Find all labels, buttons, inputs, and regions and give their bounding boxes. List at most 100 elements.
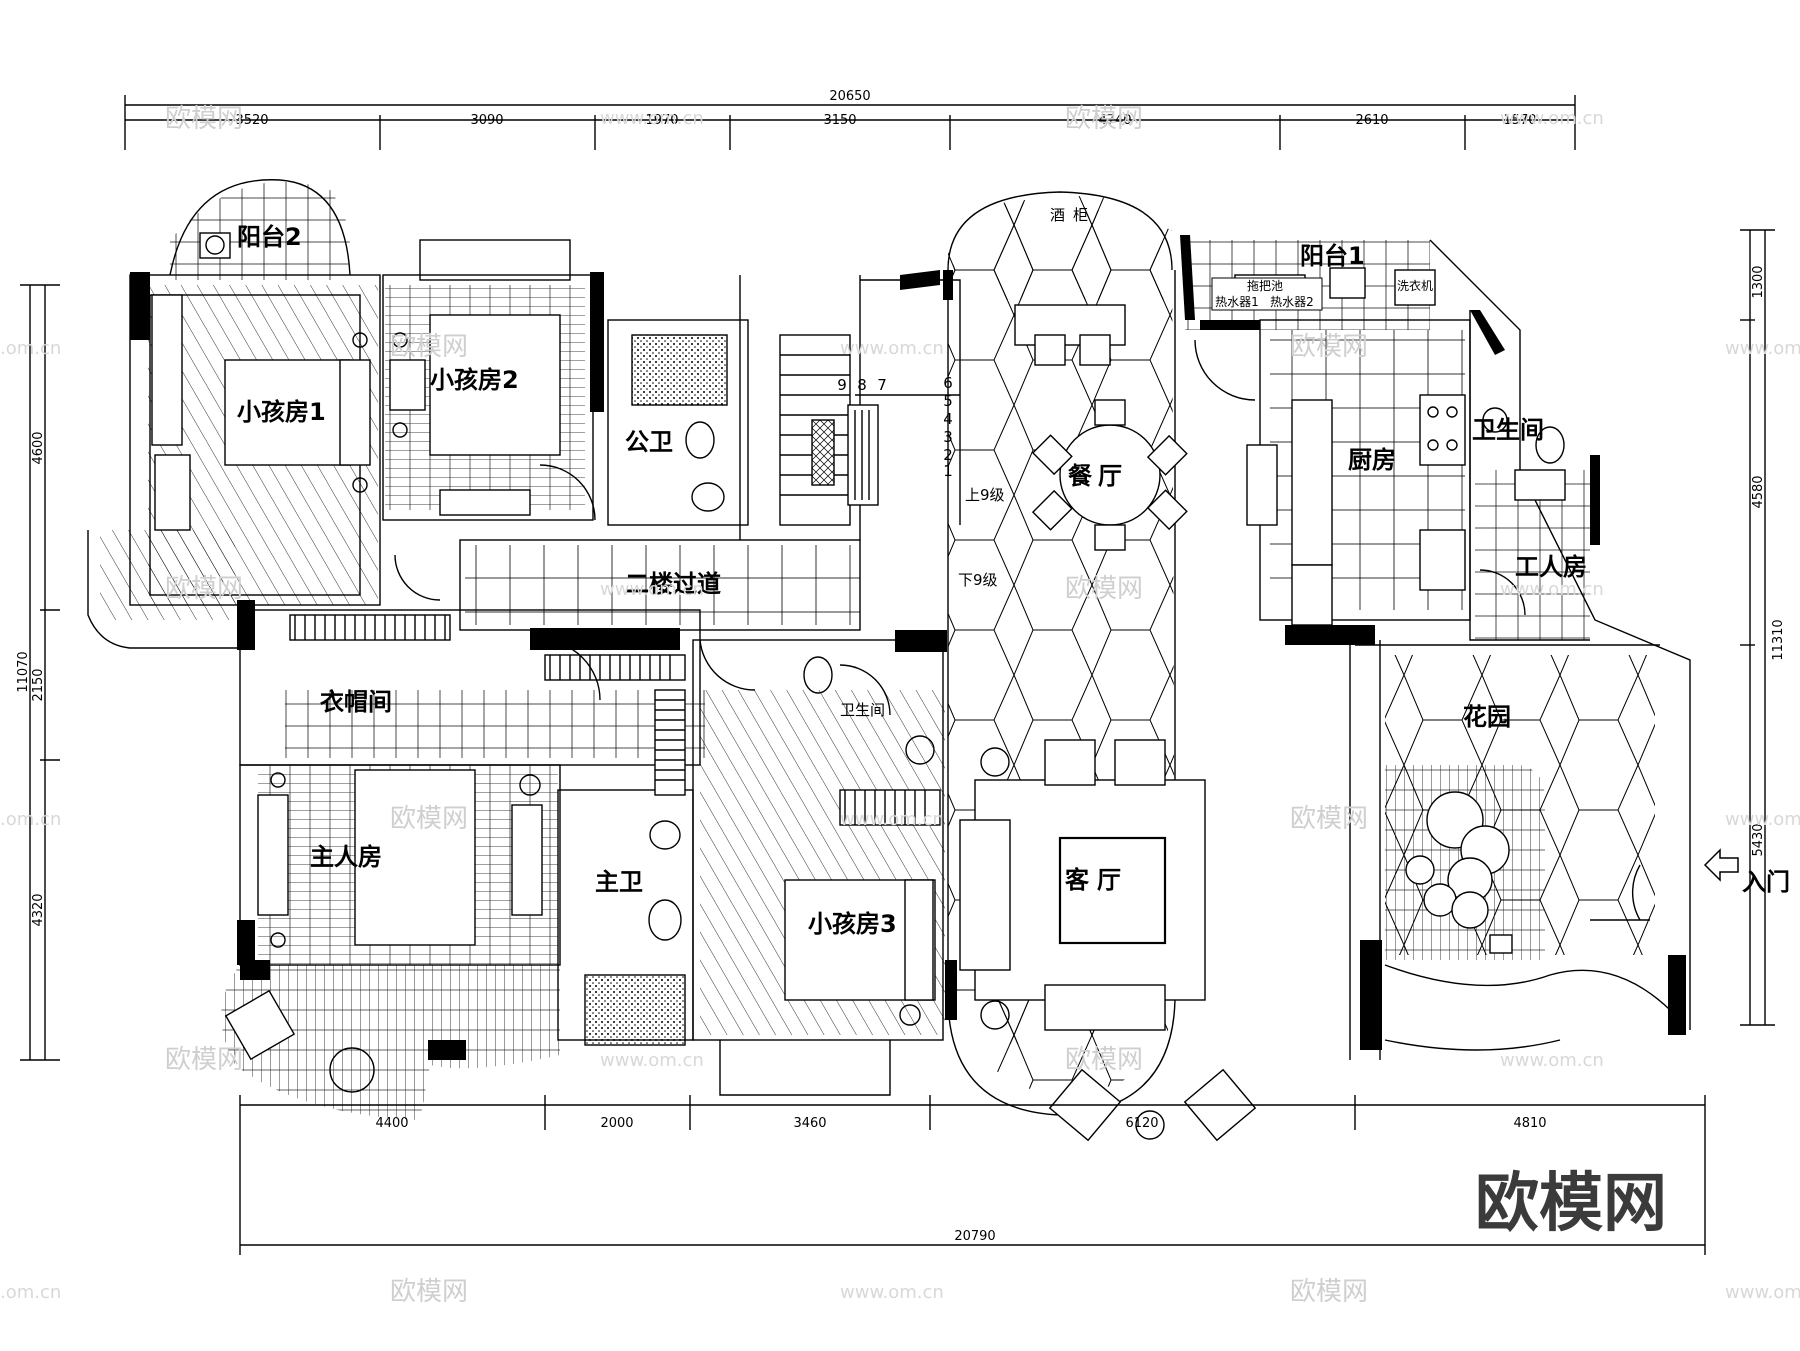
watermark-site: www.om.cn [1725,338,1800,359]
watermark-brand: 欧模网 [1065,1045,1143,1075]
washing-machine-label: 洗衣机 [1397,278,1433,293]
top-dim-2: 3090 [470,113,503,128]
watermarks: 欧模网 www.om.cn 欧模网 www.om.cn .om.cn 欧模网 w… [0,104,1800,1307]
room-label-master-bedroom: 主人房 [310,843,382,871]
left-dim-3: 4320 [31,893,46,926]
entrance-arrow-icon [1703,848,1739,882]
step-9: 9 [837,376,847,394]
room-label-cloakroom: 衣帽间 [320,688,392,716]
bottom-dim-3: 3460 [793,1116,826,1131]
stairs-up-label: 上9级 [965,486,1005,504]
corridor-floor [465,545,860,625]
stairs-down-label: 下9级 [958,571,998,589]
bottom-dim-4: 6120 [1125,1116,1158,1131]
cloakroom-floor [285,690,705,758]
right-dim-3: 5430 [1751,823,1766,856]
step-2: 2 [943,446,953,464]
top-dim-6: 2610 [1355,113,1388,128]
watermark-site: www.om.cn [600,579,704,600]
furniture [151,232,1650,1142]
room-label-kids-room-1: 小孩房1 [237,398,326,426]
room-label-kids-room-2: 小孩房2 [430,366,519,394]
top-dim-3: 1970 [645,113,678,128]
watermark-brand: 欧模网 [390,332,468,362]
step-4: 4 [943,410,953,428]
bottom-dim-1: 4400 [375,1116,408,1131]
watermark-brand: 欧模网 [1290,332,1368,362]
room-label-balcony-2: 阳台2 [237,223,302,251]
step-8: 8 [857,376,867,394]
top-dim-4: 3150 [823,113,856,128]
watermark-brand: 欧模网 [1065,104,1143,134]
watermark-site-partial: .om.cn [0,809,61,830]
bottom-total-dim: 20790 [954,1229,995,1244]
watermark-brand: 欧模网 [390,1277,468,1307]
watermark-site: www.om.cn [840,809,944,830]
watermark-site: www.om.cn [1725,809,1800,830]
top-dimensions: 20650 3520 3090 1970 3150 4740 2610 1570 [235,89,1536,128]
room-label-dining: 餐厅 [1068,462,1128,490]
watermark-brand: 欧模网 [1065,574,1143,604]
room-labels: 阳台2 小孩房1 小孩房2 公卫 二楼过道 衣帽间 主人房 主卫 卫生间 小孩房… [237,206,1790,938]
fixture-labels: 拖把池 热水器1 热水器2 洗衣机 [1211,277,1433,311]
watermark-brand: 欧模网 [1290,804,1368,834]
room-label-entrance: 入门 [1742,868,1790,896]
bottom-dim-5: 4810 [1513,1116,1546,1131]
watermark-brand: 欧模网 [390,804,468,834]
room-label-bathroom-mid: 卫生间 [840,701,885,719]
watermark-site: www.om.cn [1500,1050,1604,1071]
right-dim-1: 1300 [1751,265,1766,298]
brand-logo: 欧模网 [1475,1167,1667,1241]
top-dim-1: 3520 [235,113,268,128]
heavy-walls [130,235,1686,1060]
room-label-kids-room-3: 小孩房3 [808,910,897,938]
watermark-site: www.om.cn [600,1050,704,1071]
room-label-master-bath: 主卫 [595,868,643,896]
right-dim-2: 4580 [1751,475,1766,508]
watermark-brand: 欧模网 [165,104,243,134]
watermark-site: www.om.cn [600,108,704,129]
watermark-site: www.om.cn [840,338,944,359]
left-dimensions: 11070 4600 2150 4320 [16,431,46,926]
water-heater-1-label: 热水器1 [1215,295,1259,309]
room-label-servant: 工人房 [1515,553,1587,581]
watermark-brand: 欧模网 [165,574,243,604]
left-dim-2: 2150 [31,668,46,701]
step-3: 3 [943,428,953,446]
room-label-wine-cabinet: 酒柜 [1050,206,1096,224]
step-1: 1 [943,462,953,480]
room-label-balcony-1: 阳台1 [1300,242,1365,270]
step-7: 7 [877,376,887,394]
room-label-kitchen: 厨房 [1348,446,1396,474]
mop-pool-label: 拖把池 [1247,279,1283,293]
stair-step-numbers: 9 8 7 6 5 4 3 2 1 上9级 下9级 [837,374,1004,589]
watermark-site-partial: .om.cn [0,338,61,359]
watermark-site: www.om.cn [1500,579,1604,600]
watermark-site: www.om.cn [840,1282,944,1303]
watermark-brand: 欧模网 [1290,1277,1368,1307]
room-label-living: 客厅 [1065,866,1129,894]
step-5: 5 [943,392,953,410]
step-6: 6 [943,374,953,392]
water-heater-2-label: 热水器2 [1270,295,1314,309]
master-bay-floor [221,965,560,1120]
right-total-dim: 11310 [1771,619,1786,660]
watermark-site-partial: .om.cn [0,1282,61,1303]
watermark-brand: 欧模网 [165,1045,243,1075]
left-total-dim: 11070 [16,651,31,692]
watermark-site: www.om.cn [1500,108,1604,129]
room-label-corridor: 二楼过道 [625,570,721,598]
top-dim-5: 4740 [1098,113,1131,128]
bottom-dim-2: 2000 [600,1116,633,1131]
dimension-lines [20,95,1775,1255]
top-total-dim: 20650 [829,89,870,104]
right-dimensions: 11310 1300 4580 5430 [1751,265,1786,856]
watermark-site: www.om.cn [1725,1282,1800,1303]
room-label-garden: 花园 [1463,703,1511,731]
left-dim-1: 4600 [31,431,46,464]
room-label-public-bath: 公卫 [625,428,673,456]
top-dim-7: 1570 [1503,113,1536,128]
bottom-dimensions: 4400 2000 3460 6120 4810 20790 [375,1116,1546,1244]
